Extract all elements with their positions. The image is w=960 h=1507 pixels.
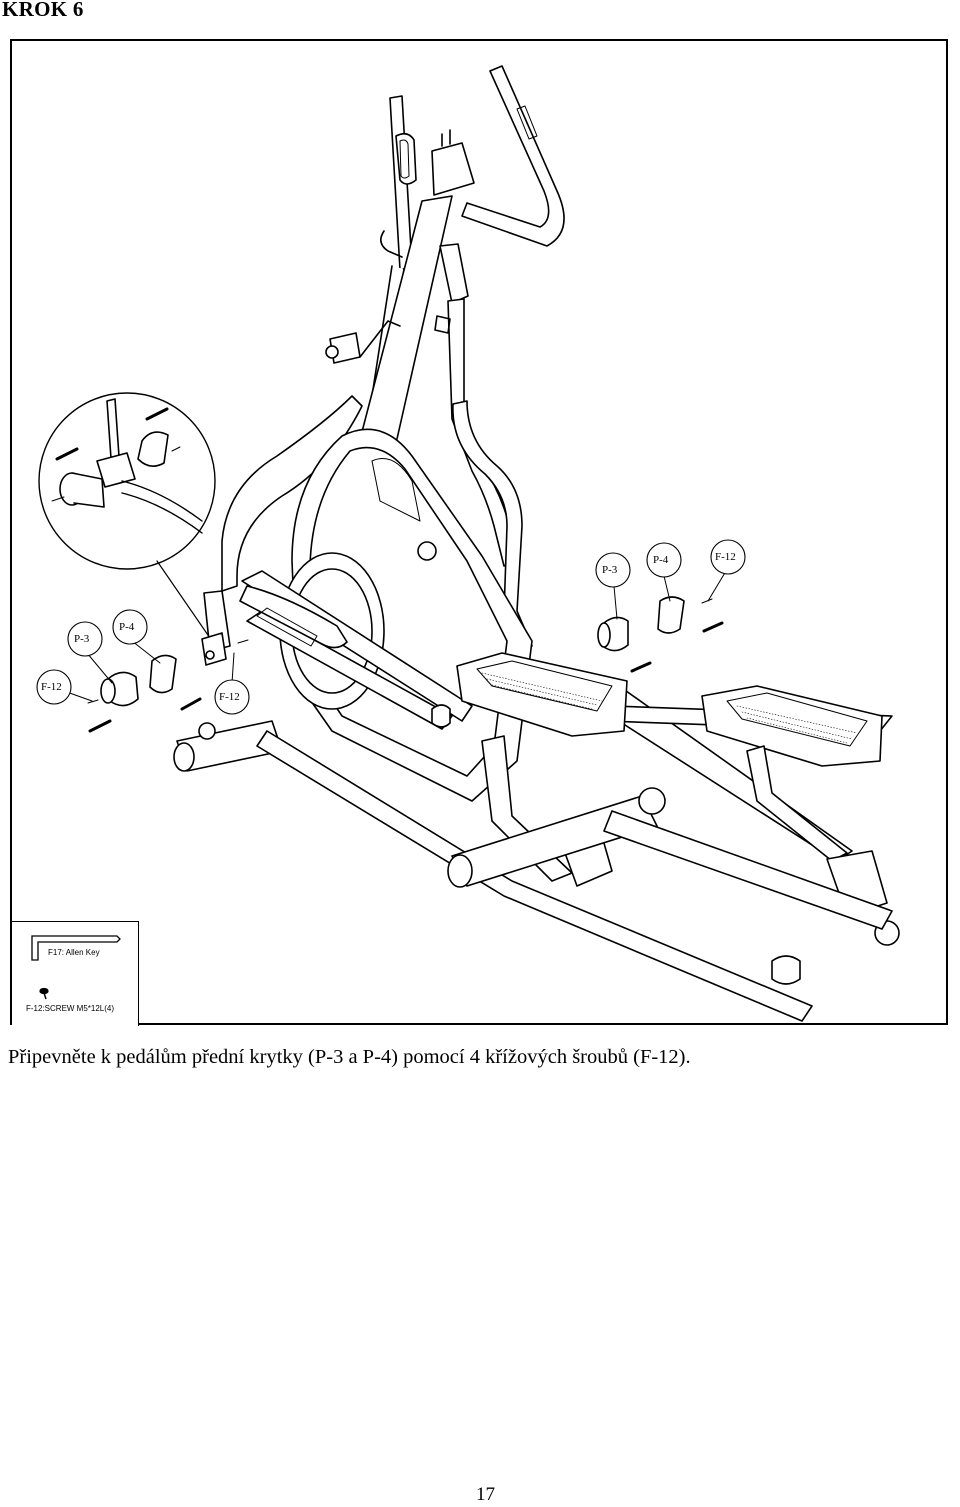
page-number: 17 — [476, 1484, 495, 1505]
left-pedal-cover-parts — [87, 632, 249, 733]
callout-left-f12-a: F-12 — [41, 681, 62, 693]
callout-left-p3: P-3 — [74, 633, 90, 645]
callout-bubbles — [36, 539, 746, 715]
callout-right-p3: P-3 — [602, 564, 618, 576]
assembly-figure: P-3 P-4 F-12 F-12 P-3 P-4 F-12 F17: Alle… — [10, 39, 948, 1026]
callout-left-f12-b: F-12 — [219, 691, 240, 703]
allen-key-icon — [31, 935, 121, 1000]
legend-screw: F-12:SCREW M5*12L(4) — [26, 1004, 115, 1013]
right-handlebar — [431, 65, 565, 247]
callout-left-p4: P-4 — [119, 621, 135, 633]
right-pedal — [701, 685, 900, 946]
callout-right-p4: P-4 — [653, 554, 669, 566]
step-title: KROK 6 — [2, 0, 84, 21]
detail-magnifier — [38, 392, 216, 639]
elliptical-trainer-drawing — [36, 65, 900, 1022]
callout-right-f12: F-12 — [715, 551, 736, 563]
parts-legend: F17: Allen Key F-12:SCREW M5*12L(4) — [12, 921, 139, 1026]
legend-allen-key: F17: Allen Key — [48, 948, 100, 957]
base-frame — [173, 720, 893, 1022]
right-pedal-cover-parts — [597, 596, 724, 673]
instruction-caption: Připevněte k pedálům přední krytky (P-3 … — [8, 1046, 691, 1068]
